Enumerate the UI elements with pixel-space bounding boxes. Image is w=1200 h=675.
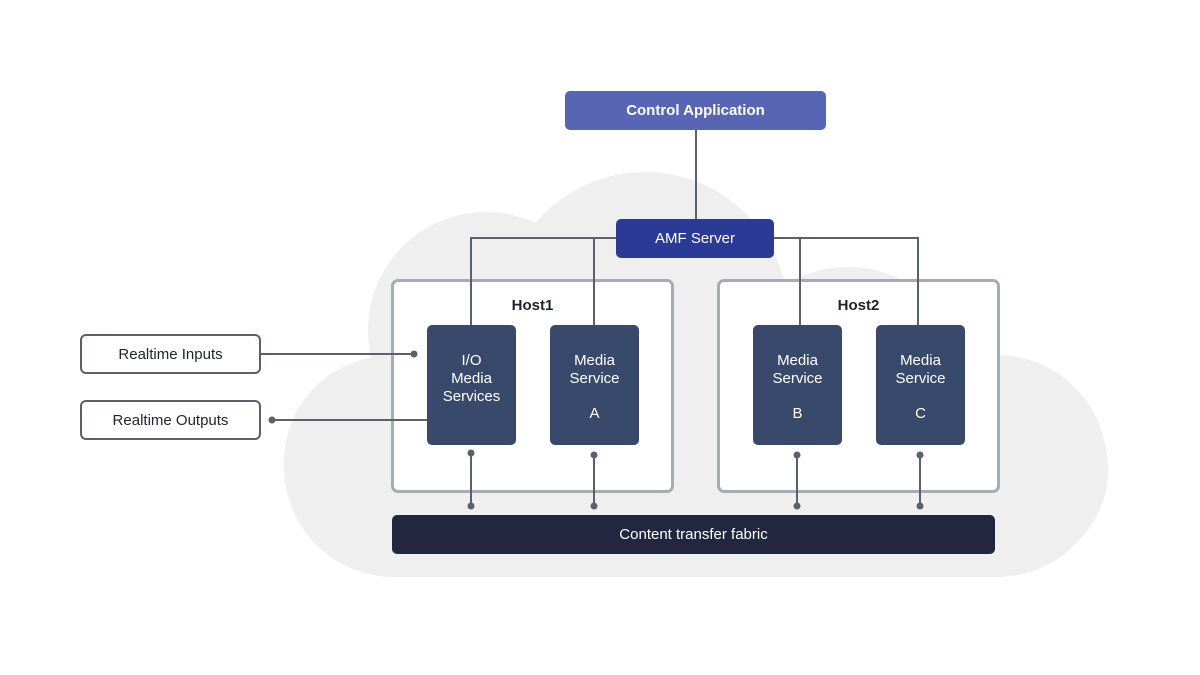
realtime-inputs-box: Realtime Inputs [80, 334, 261, 374]
service-a-line1: Media [574, 352, 615, 369]
dot-outputs-end [268, 416, 276, 424]
service-b-line1: Media [777, 352, 818, 369]
content-transfer-fabric-label: Content transfer fabric [619, 526, 768, 543]
dot-b-bottom [793, 502, 801, 510]
dot-b-top [793, 451, 801, 459]
realtime-inputs-label: Realtime Inputs [118, 345, 223, 363]
service-b-line2: Service [772, 370, 823, 387]
service-b-letter: B [792, 405, 803, 422]
io-services-line1: I/O [461, 352, 482, 369]
host-1-title: Host1 [511, 297, 554, 314]
service-c-line1: Media [900, 352, 941, 369]
dot-c-top [916, 451, 924, 459]
dot-io-top [467, 449, 475, 457]
media-service-a-box: Media Service A [550, 325, 639, 445]
dot-io-bottom [467, 502, 475, 510]
media-service-c-box: Media Service C [876, 325, 965, 445]
host-2-title: Host2 [837, 297, 880, 314]
dot-c-bottom [916, 502, 924, 510]
media-service-b-box: Media Service B [753, 325, 842, 445]
control-application-box: Control Application [565, 91, 826, 130]
dot-a-top [590, 451, 598, 459]
control-application-label: Control Application [626, 102, 765, 119]
realtime-outputs-label: Realtime Outputs [112, 411, 229, 429]
dot-inputs-end [410, 350, 418, 358]
content-transfer-fabric-box: Content transfer fabric [392, 515, 995, 554]
service-a-letter: A [589, 405, 600, 422]
service-a-line2: Service [569, 370, 620, 387]
io-services-line3: Services [442, 388, 501, 405]
dot-a-bottom [590, 502, 598, 510]
amf-server-label: AMF Server [654, 230, 735, 247]
service-c-letter: C [915, 405, 926, 422]
io-services-line2: Media [451, 370, 492, 387]
amf-server-box: AMF Server [616, 219, 774, 258]
realtime-outputs-box: Realtime Outputs [80, 400, 261, 440]
service-c-line2: Service [895, 370, 946, 387]
io-media-services-box: I/O Media Services [427, 325, 516, 445]
